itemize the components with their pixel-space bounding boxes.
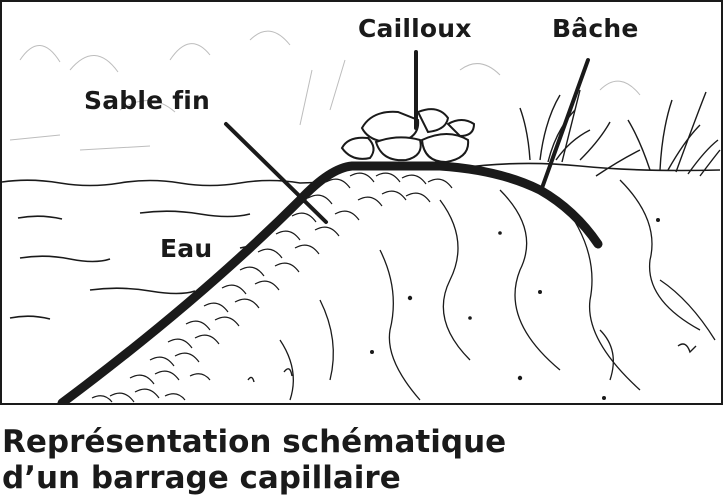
label-bache: Bâche	[552, 14, 639, 43]
leader-lines	[224, 50, 590, 224]
label-eau: Eau	[160, 234, 213, 263]
tarp-curve	[57, 161, 603, 408]
figure-caption: Représentation schématique d’un barrage …	[2, 424, 506, 496]
caption-line-2: d’un barrage capillaire	[2, 460, 401, 496]
label-sable-fin: Sable fin	[84, 86, 211, 115]
bache-leader	[540, 58, 590, 190]
capillary-barrier-diagram: Cailloux Bâche Sable fin Eau	[0, 0, 723, 408]
caption-line-1: Représentation schématique	[2, 424, 507, 460]
water-surface-line	[1, 179, 331, 187]
label-cailloux: Cailloux	[358, 14, 472, 43]
soil-pebbles	[370, 218, 660, 400]
diagram-illustration	[0, 0, 723, 408]
stones-pile	[340, 108, 476, 164]
grass-tufts	[519, 89, 721, 177]
sand-hatching	[91, 172, 453, 403]
soil-texture	[279, 179, 716, 401]
soil-marks	[247, 343, 697, 383]
fine-sand-layer	[70, 166, 470, 403]
sable-fin-leader	[224, 122, 328, 224]
ground-line	[459, 162, 721, 172]
background-vegetation	[9, 30, 641, 151]
